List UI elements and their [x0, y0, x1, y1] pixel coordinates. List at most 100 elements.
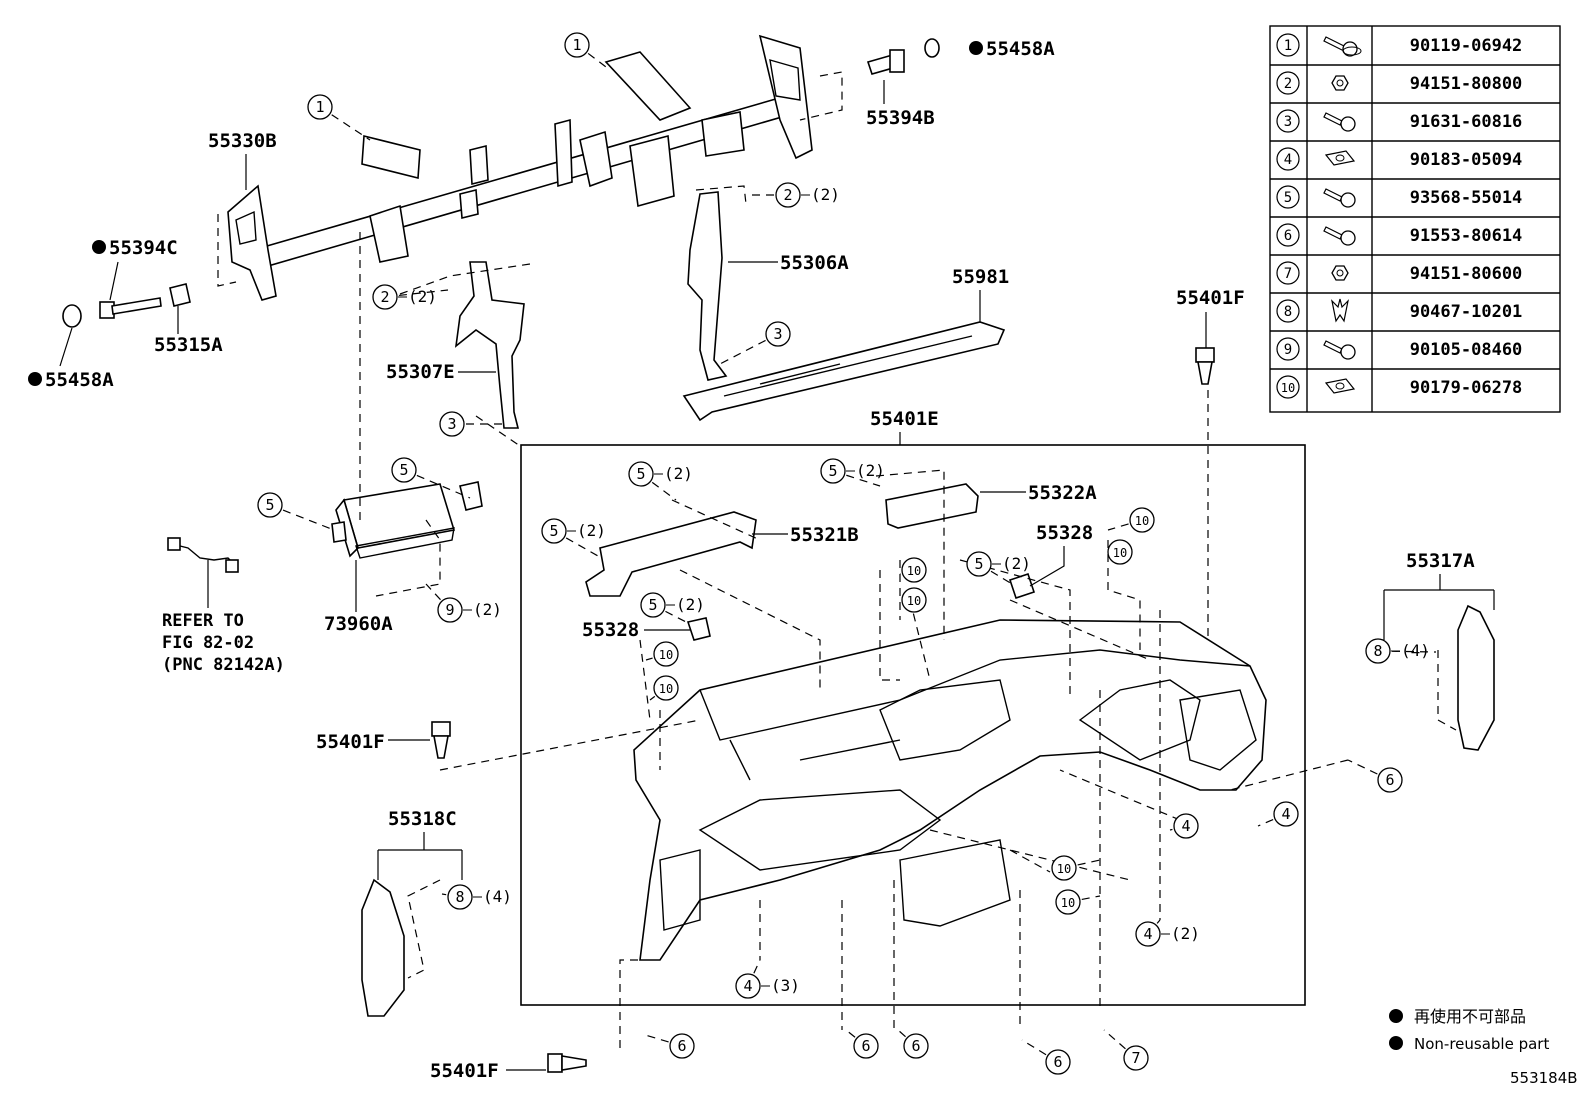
callout-number: 5	[399, 461, 408, 479]
callout-number: 9	[445, 601, 454, 619]
label-55307E: 55307E	[386, 361, 455, 383]
nut-icon	[1331, 265, 1349, 281]
callout-qty: (2)	[856, 461, 885, 480]
non-reusable-dot	[92, 240, 106, 254]
callout-qty: (4)	[1401, 641, 1430, 660]
label-55317A: 55317A	[1406, 550, 1475, 572]
callout-5: 5	[391, 457, 471, 499]
callout-qty: (4)	[483, 887, 512, 906]
callout-number: 4	[743, 977, 752, 995]
callout-6: 6	[897, 1029, 929, 1059]
fastener-row-number: 8	[1284, 304, 1292, 320]
label-55394C: 55394C	[109, 237, 178, 259]
callout-number: 10	[1113, 546, 1127, 560]
callout-4: 4(2)	[1135, 919, 1200, 947]
legend-en-text: Non-reusable part	[1414, 1035, 1549, 1053]
label-55458A-top: 55458A	[986, 38, 1055, 60]
callout-qty: (2)	[1002, 554, 1031, 573]
callout-5: 5(2)	[640, 592, 705, 625]
non-reusable-dot	[969, 41, 983, 55]
callout-4: 4(3)	[735, 959, 800, 999]
fastener-row: 7 94151-80600	[1276, 261, 1523, 285]
bolt-washer-icon	[1323, 188, 1356, 208]
callout-10: 10	[649, 675, 679, 701]
callout-10: 10	[1107, 507, 1155, 533]
fastener-part-number: 94151-80800	[1410, 74, 1523, 94]
side-cover-55318C	[361, 878, 405, 1017]
label-73960A: 73960A	[324, 613, 393, 635]
callout-10: 10	[901, 587, 927, 613]
clip-icon	[1331, 298, 1349, 323]
refer-note-line2: FIG 82-02	[162, 633, 254, 653]
side-cover-55317A	[1457, 604, 1495, 751]
fastener-row: 1 90119-06942	[1276, 33, 1523, 57]
fastener-part-number: 90179-06278	[1410, 378, 1523, 398]
callout-6: 6	[845, 1029, 879, 1059]
fastener-row: 5 93568-55014	[1276, 185, 1523, 209]
label-55315A: 55315A	[154, 334, 223, 356]
callout-number: 10	[907, 594, 921, 608]
label-55328-right: 55328	[1036, 522, 1093, 544]
callout-8: 8(4)	[1365, 638, 1437, 664]
fastener-row-number: 7	[1284, 266, 1292, 282]
bracket-55306A	[687, 191, 728, 381]
callout-4: 4	[1257, 801, 1299, 827]
fastener-row-number: 1	[1284, 38, 1292, 54]
u-nut-icon	[1324, 150, 1356, 166]
label-55401F-right: 55401F	[1176, 287, 1245, 309]
bolt-washer-icon	[1323, 340, 1356, 360]
callout-number: 6	[1053, 1053, 1062, 1071]
callout-number: 8	[455, 888, 464, 906]
callout-number: 3	[773, 325, 782, 343]
label-55458A-left: 55458A	[45, 369, 114, 391]
callout-9: 9(2)	[425, 583, 502, 623]
callout-number: 10	[659, 648, 673, 662]
callout-number: 10	[659, 682, 673, 696]
fastener-row-number: 9	[1284, 342, 1292, 358]
fastener-part-number: 93568-55014	[1410, 188, 1523, 208]
callout-qty: (2)	[664, 464, 693, 483]
callout-5: 5(2)	[541, 518, 606, 557]
callout-number: 4	[1181, 817, 1190, 835]
fastener-part-number: 90119-06942	[1410, 36, 1523, 56]
callout-number: 1	[572, 36, 581, 54]
fastener-row-number: 6	[1284, 228, 1292, 244]
callout-number: 10	[1135, 514, 1149, 528]
refer-note-line1: REFER TO	[162, 611, 244, 631]
fastener-row-number: 2	[1284, 76, 1292, 92]
callout-6: 6	[1021, 1039, 1071, 1075]
bolt-washer-icon	[1323, 112, 1356, 132]
bracket-55321B	[585, 511, 757, 597]
callout-qty: (2)	[577, 521, 606, 540]
label-55306A: 55306A	[780, 252, 849, 274]
fastener-row-number: 5	[1284, 190, 1292, 206]
callout-5: 5(2)	[820, 458, 885, 487]
bracket-55307E	[454, 261, 525, 429]
fastener-row-number: 10	[1281, 381, 1295, 395]
refer-note-line3: (PNC 82142A)	[162, 655, 285, 675]
callout-number: 6	[1385, 771, 1394, 789]
garnish-55981	[682, 321, 1006, 422]
callout-number: 2	[783, 186, 792, 204]
callout-number: 3	[447, 415, 456, 433]
callout-3: 3	[439, 411, 506, 437]
legend-dot	[1389, 1009, 1403, 1023]
fastener-row-number: 4	[1284, 152, 1292, 168]
fastener-part-number: 90105-08460	[1410, 340, 1523, 360]
callout-number: 6	[911, 1037, 920, 1055]
label-55401E: 55401E	[870, 408, 939, 430]
clip-55328-left	[686, 617, 711, 641]
callout-5: 5	[257, 492, 335, 531]
callout-5: 5(2)	[628, 461, 693, 501]
fastener-row: 9 90105-08460	[1276, 337, 1523, 361]
clip-55328-right	[1008, 572, 1036, 600]
instrument-panel-frame	[520, 444, 1306, 1006]
fastener-part-number: 94151-80600	[1410, 264, 1523, 284]
legend: 再使用不可部品 Non-reusable part 553184B	[1389, 1007, 1578, 1087]
callout-number: 5	[974, 555, 983, 573]
